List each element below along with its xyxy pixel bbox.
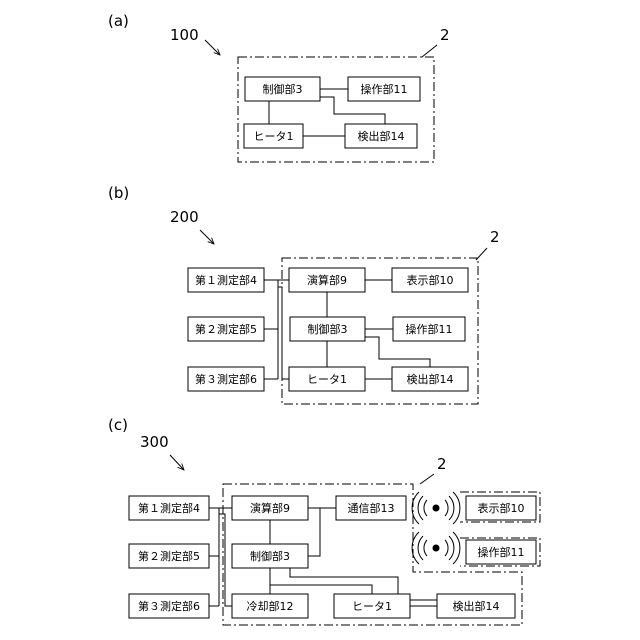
block-meas2: 第２測定部5	[188, 317, 264, 341]
block-meas1: 第１測定部4	[188, 268, 264, 292]
svg-text:検出部14: 検出部14	[407, 372, 454, 386]
svg-text:制御部3: 制御部3	[308, 322, 348, 336]
block-control: 制御部3	[245, 77, 320, 101]
svg-text:通信部13: 通信部13	[348, 501, 395, 515]
panel-a-housing-leader	[422, 45, 437, 57]
panel-b-ref-arrow	[200, 230, 214, 244]
svg-text:ヒータ1: ヒータ1	[254, 130, 294, 143]
panel-b-ref: 200	[170, 208, 199, 226]
block-display: 表示部10	[466, 496, 536, 520]
svg-text:制御部3: 制御部3	[263, 82, 303, 96]
panel-c-label: (c)	[108, 416, 128, 434]
panel-c-ref: 300	[140, 433, 169, 451]
svg-text:第２測定部5: 第２測定部5	[138, 549, 200, 563]
block-display: 表示部10	[392, 268, 468, 292]
svg-text:ヒータ1: ヒータ1	[352, 600, 392, 613]
svg-text:操作部11: 操作部11	[361, 82, 408, 96]
panel-a-housing-ref: 2	[440, 26, 450, 44]
block-operation: 操作部11	[466, 540, 536, 564]
block-control: 制御部3	[290, 317, 365, 341]
block-heater: ヒータ1	[334, 594, 410, 618]
wireless-signal-icon	[412, 492, 460, 524]
block-meas3: 第３測定部6	[188, 367, 264, 391]
svg-text:第３測定部6: 第３測定部6	[195, 372, 257, 386]
block-calc: 演算部9	[289, 268, 365, 292]
panel-c-housing-ref: 2	[437, 455, 447, 473]
block-operation: 操作部11	[348, 77, 420, 101]
block-meas2: 第２測定部5	[129, 544, 209, 568]
wire-bus-heater	[278, 287, 289, 379]
panel-a: (a) 100 2 制御部3 操作部11 ヒータ1 検出部14	[108, 12, 450, 162]
block-meas1: 第１測定部4	[129, 496, 209, 520]
svg-text:第１測定部4: 第１測定部4	[138, 501, 200, 515]
panel-c-housing-leader	[420, 474, 434, 484]
block-heater: ヒータ1	[244, 124, 303, 148]
panel-c-ref-arrow	[170, 455, 184, 470]
panel-c: (c) 300 2	[108, 416, 540, 625]
panel-a-label: (a)	[108, 12, 129, 30]
block-control: 制御部3	[232, 544, 308, 568]
block-comm: 通信部13	[336, 496, 406, 520]
panel-a-ref: 100	[170, 26, 199, 44]
block-calc: 演算部9	[232, 496, 308, 520]
svg-text:操作部11: 操作部11	[406, 322, 453, 336]
block-detection: 検出部14	[345, 124, 417, 148]
svg-text:操作部11: 操作部11	[478, 545, 525, 559]
svg-text:冷却部12: 冷却部12	[247, 599, 294, 613]
svg-text:演算部9: 演算部9	[250, 501, 290, 515]
wire-control-comm	[308, 508, 320, 556]
block-heater: ヒータ1	[289, 367, 365, 391]
block-detection: 検出部14	[392, 367, 468, 391]
block-meas3: 第３測定部6	[129, 594, 209, 618]
svg-text:ヒータ1: ヒータ1	[307, 373, 347, 386]
svg-text:表示部10: 表示部10	[478, 501, 525, 515]
svg-text:検出部14: 検出部14	[358, 129, 405, 143]
wireless-signal-icon	[412, 532, 460, 564]
svg-text:第１測定部4: 第１測定部4	[195, 273, 257, 287]
wire-bus-cooling	[219, 514, 232, 606]
svg-text:第２測定部5: 第２測定部5	[195, 322, 257, 336]
wire-control-heater	[270, 585, 372, 594]
svg-text:第３測定部6: 第３測定部6	[138, 599, 200, 613]
svg-text:検出部14: 検出部14	[453, 599, 500, 613]
block-operation: 操作部11	[393, 317, 465, 341]
panel-a-ref-arrow	[205, 40, 220, 55]
block-cooling: 冷却部12	[232, 594, 308, 618]
panel-b-label: (b)	[108, 184, 129, 202]
panel-b: (b) 200 2 第１測定部4 第２測定部5 第３測定部6	[108, 184, 500, 404]
svg-text:制御部3: 制御部3	[250, 549, 290, 563]
svg-text:演算部9: 演算部9	[307, 273, 347, 287]
panel-b-housing-ref: 2	[490, 228, 500, 246]
block-detection: 検出部14	[437, 594, 515, 618]
svg-text:表示部10: 表示部10	[407, 273, 454, 287]
